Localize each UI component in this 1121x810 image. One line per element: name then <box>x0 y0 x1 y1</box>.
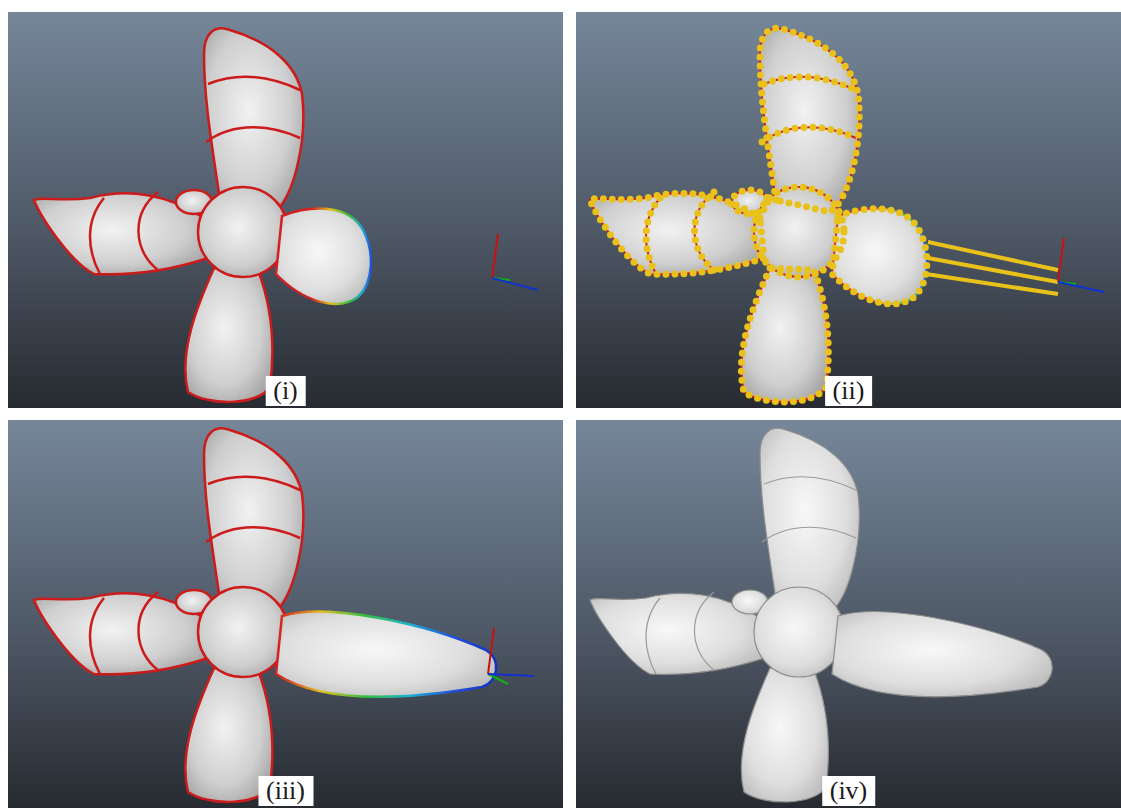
panel-label: (iv) <box>822 776 876 806</box>
propeller-illustration <box>8 12 563 408</box>
panel-label: (ii) <box>825 376 873 406</box>
panel-label: (iii) <box>258 776 313 806</box>
propeller-illustration <box>8 420 563 808</box>
propeller-illustration <box>576 12 1121 408</box>
render-panel: (iii) <box>8 420 563 808</box>
render-panel: (iv) <box>576 420 1121 808</box>
propeller-illustration <box>576 420 1121 808</box>
render-panel: (i) <box>8 12 563 408</box>
render-panel: (ii) <box>576 12 1121 408</box>
panel-label: (i) <box>265 376 306 406</box>
